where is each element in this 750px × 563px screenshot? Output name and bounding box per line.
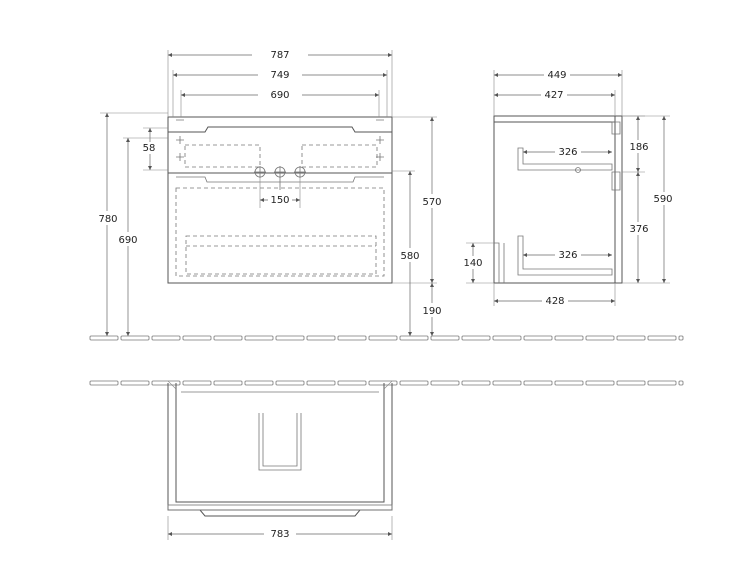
dim-drawer-depth-bottom: 326 [558, 250, 577, 261]
line-segment [430, 335, 460, 341]
dim-floor-to-bottom: 580 [400, 251, 419, 262]
dim-upper-drawer-height: 186 [629, 142, 648, 153]
line-segment [213, 335, 243, 341]
dim-inner-width: 783 [270, 529, 289, 540]
line-segment [647, 335, 677, 341]
line-segment [492, 335, 522, 341]
dim-overall-height: 780 [98, 214, 117, 225]
dim-tap-spacing: 150 [270, 195, 289, 206]
cabinet-body [167, 116, 393, 284]
line-segment [585, 335, 615, 341]
line-segment [492, 380, 522, 386]
basin-top [167, 116, 393, 133]
line-segment [678, 380, 684, 386]
line-segment [523, 335, 553, 341]
line-segment [585, 380, 615, 386]
line-segment [89, 335, 119, 341]
line-segment [337, 380, 367, 386]
tap-fixing-center [274, 166, 286, 178]
line-segment [399, 380, 429, 386]
line-segment [120, 335, 150, 341]
wall-line-lower [89, 380, 684, 386]
line-segment [275, 335, 305, 341]
dim-inner-height: 140 [463, 258, 482, 269]
line-segment [244, 380, 274, 386]
front-dimensions: 787 749 690 58 150 780 690 [98, 48, 442, 336]
plan-dimensions: 783 [167, 516, 393, 540]
line-segment [337, 335, 367, 341]
dim-overall-depth: 449 [547, 70, 566, 81]
line-segment [368, 335, 398, 341]
line-segment [182, 335, 212, 341]
line-segment [616, 380, 646, 386]
line-segment [182, 380, 212, 386]
line-segment [368, 380, 398, 386]
line-segment [678, 335, 684, 341]
line-segment [306, 380, 336, 386]
side-dimensions: 449 427 326 326 428 140 186 376 [462, 68, 674, 307]
plan-view [167, 380, 393, 517]
dim-lower-drawer-height: 376 [629, 224, 648, 235]
line-segment [306, 335, 336, 341]
line-segment [399, 335, 429, 341]
dim-top-offset: 58 [143, 143, 156, 154]
line-segment [151, 380, 181, 386]
dim-cabinet-depth: 427 [544, 90, 563, 101]
line-segment [89, 380, 119, 386]
dim-drawer-depth-top: 326 [558, 147, 577, 158]
dim-side-overall-height: 590 [653, 194, 672, 205]
dim-base-depth: 428 [545, 296, 564, 307]
line-segment [275, 380, 305, 386]
line-segment [554, 335, 584, 341]
dim-top-height: 690 [118, 235, 137, 246]
line-segment [647, 380, 677, 386]
side-cabinet [493, 115, 616, 284]
dim-basin-width: 690 [270, 90, 289, 101]
dim-cabinet-height: 570 [422, 197, 441, 208]
line-segment [244, 335, 274, 341]
line-segment [523, 380, 553, 386]
line-segment [151, 335, 181, 341]
line-segment [461, 380, 491, 386]
line-segment [120, 380, 150, 386]
floor-line-upper [89, 335, 684, 341]
dim-overall-width: 787 [270, 50, 289, 61]
line-segment [213, 380, 243, 386]
tap-fixing-right [294, 166, 306, 178]
dim-plinth-height: 190 [422, 306, 441, 317]
line-segment [554, 380, 584, 386]
line-segment [430, 380, 460, 386]
dim-cabinet-width: 749 [270, 70, 289, 81]
line-segment [461, 335, 491, 341]
front-view [167, 116, 393, 284]
side-view [493, 115, 623, 284]
line-segment [616, 335, 646, 341]
tap-fixing-left [254, 166, 266, 178]
